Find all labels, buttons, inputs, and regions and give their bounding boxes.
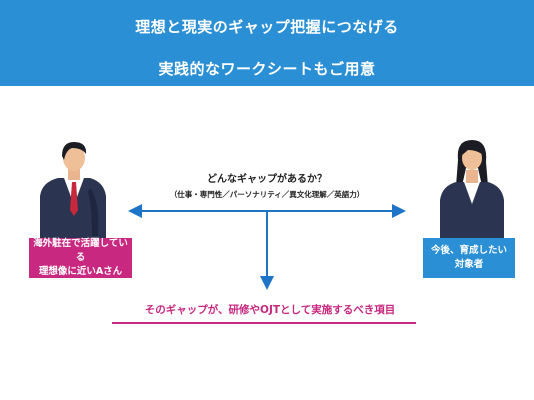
- businessman-illustration: [40, 142, 106, 240]
- conclusion-underline: [112, 322, 416, 324]
- left-arrowhead: [128, 204, 142, 218]
- right-arrowhead: [392, 204, 406, 218]
- down-arrowhead: [260, 276, 274, 290]
- header-title-line1: 理想と現実のギャップ把握につなげる: [135, 18, 399, 36]
- ideal-person-label-text: 海外駐在で活躍している 理想像に近いAさん: [33, 238, 128, 277]
- header-title-line2: 実践的なワークシートもご用意: [158, 60, 376, 78]
- gap-question: どんなギャップがあるか？: [207, 174, 327, 185]
- header-banner: 理想と現実のギャップ把握につなげる 実践的なワークシートもご用意: [0, 0, 534, 86]
- target-person-label: 今後、育成したい 対象者: [423, 238, 515, 278]
- businesswoman-illustration: [440, 140, 504, 240]
- gap-categories: （仕事・専門性／パーソナリティ／異文化理解／英語力）: [169, 190, 365, 199]
- ideal-person-label: 海外駐在で活躍している 理想像に近いAさん: [29, 238, 132, 278]
- gap-conclusion-text: そのギャップが、研修やOJTとして実施するべき項目: [144, 304, 396, 316]
- target-person-label-text: 今後、育成したい 対象者: [430, 245, 507, 270]
